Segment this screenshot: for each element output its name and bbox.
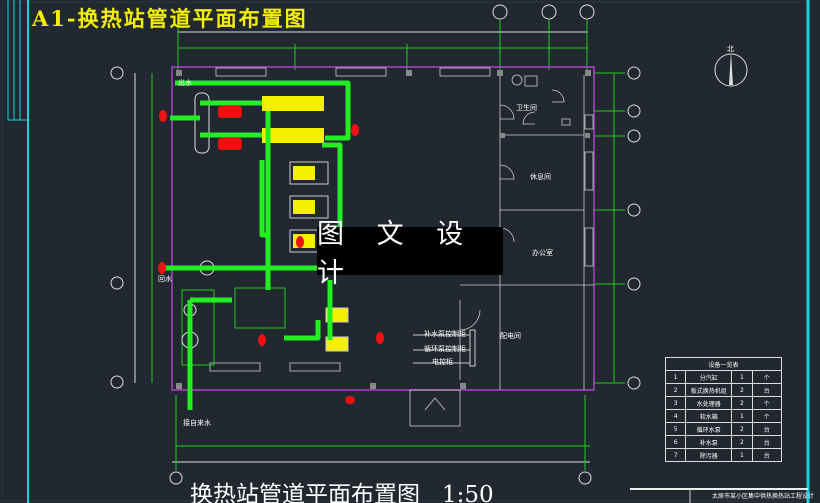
- axis-markers: [110, 4, 641, 485]
- equipment-label: 补水泵控制柜: [424, 330, 466, 338]
- north-label: 北: [727, 45, 734, 53]
- heat-exchangers: [262, 96, 349, 352]
- watermark-overlay: 图 文 设 计: [317, 219, 503, 289]
- label-out-water: 出水: [178, 79, 192, 87]
- label-supply: 接自来水: [183, 419, 211, 427]
- drawing-title-text: 换热站管道平面布置图: [190, 482, 420, 503]
- building-outline: [171, 66, 595, 391]
- room-label: 卫生间: [516, 104, 537, 112]
- label-return-water: 回水: [158, 275, 172, 283]
- legend-title: 设备一览表: [665, 357, 782, 371]
- room-label: 配电间: [500, 332, 521, 340]
- steam-header: [194, 92, 210, 154]
- pipe-network: [160, 80, 351, 410]
- sheet-title: A1-换热站管道平面布置图: [32, 6, 308, 31]
- drawing-scale: 1:50: [442, 482, 494, 503]
- valves: [158, 106, 384, 404]
- room-label: 休息间: [530, 173, 551, 181]
- north-arrow-icon: [714, 52, 748, 87]
- equipment-label: 循环泵控制柜: [424, 345, 466, 353]
- title-block-text: 太原市某小区集中供热换热站工程设计: [712, 493, 815, 500]
- drawing-title: 换热站管道平面布置图 1:50: [190, 475, 494, 503]
- room-label: 办公室: [532, 249, 553, 257]
- equipment-label: 电控柜: [432, 358, 453, 366]
